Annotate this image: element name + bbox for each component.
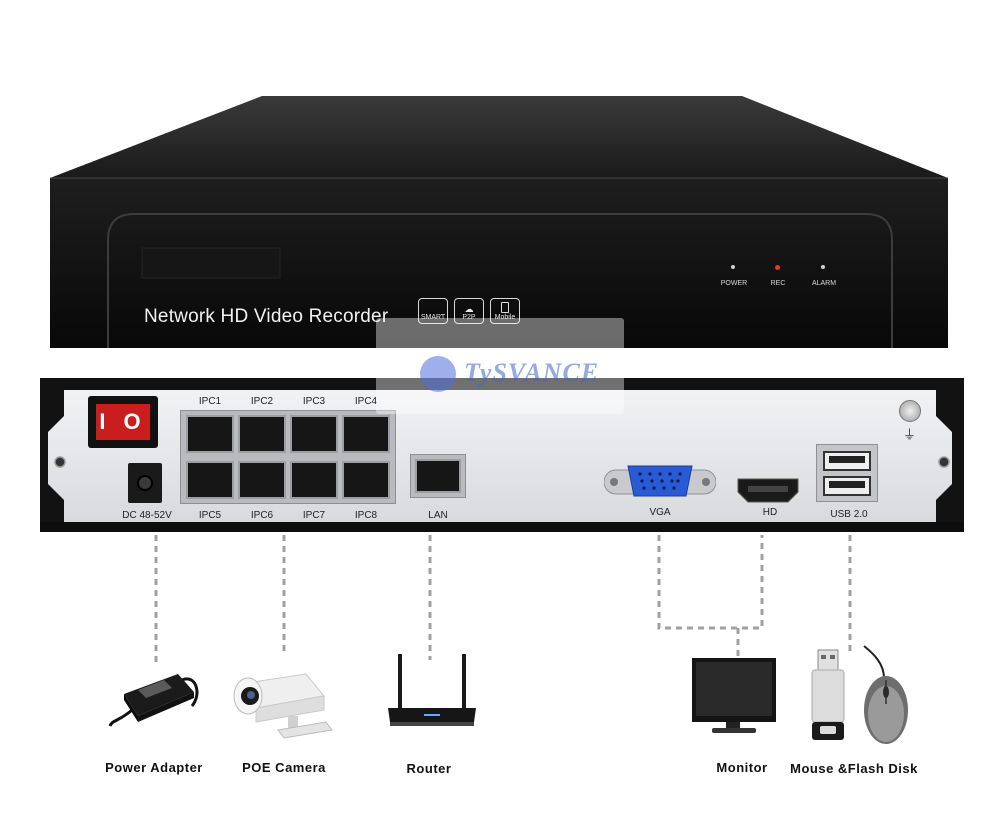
hd-label: HD [762, 507, 778, 518]
ipc-port-7[interactable] [290, 461, 338, 499]
dc-jack-socket [137, 475, 153, 491]
poe-camera-icon [228, 660, 338, 742]
router-icon [384, 650, 480, 732]
monitor-bracket-line [657, 535, 764, 630]
nvr-rear-panel: I O DC 48-52V IPC1 IPC2 IPC3 IPC4 IPC5 I… [0, 360, 1000, 560]
usb-port-1[interactable] [823, 451, 871, 471]
hdmi-port[interactable] [736, 476, 800, 504]
ipc2-label: IPC2 [250, 396, 274, 407]
p2p-badge: ☁ P2P [454, 298, 484, 324]
ipc6-label: IPC6 [250, 510, 274, 521]
ipc-port-4[interactable] [342, 415, 390, 453]
usb-label: USB 2.0 [830, 509, 868, 520]
power-led-label: POWER [720, 280, 748, 287]
power-adapter-icon [108, 664, 204, 728]
dc-power-jack[interactable] [128, 463, 162, 503]
vga-connector [604, 465, 716, 497]
vga-port[interactable] [604, 464, 716, 498]
usb-port-2-tongue [829, 481, 865, 488]
ipc-port-1[interactable] [186, 415, 234, 453]
power-adapter-caption: Power Adapter [105, 760, 203, 775]
ipc-port-2[interactable] [238, 415, 286, 453]
power-led [731, 265, 735, 269]
nvr-front-chassis [50, 96, 948, 348]
smart-badge: SMART [418, 298, 448, 324]
usb-port-stack [816, 444, 878, 502]
cloud-icon: ☁ [464, 304, 474, 314]
lan-label: LAN [428, 510, 448, 521]
watermark-logo-icon [420, 356, 456, 392]
ipc5-label: IPC5 [198, 510, 222, 521]
watermark-text: TySVANCE [464, 358, 600, 387]
power-label: DC 48-52V [122, 510, 172, 521]
front-panel-title: Network HD Video Recorder [144, 306, 389, 327]
smart-badge-label: SMART [420, 314, 446, 321]
ipc-port-8[interactable] [342, 461, 390, 499]
ipc8-label: IPC8 [354, 510, 378, 521]
ground-symbol-icon: ⏚ [903, 427, 917, 442]
router-caption: Router [406, 761, 452, 776]
mobile-badge: Mobile [490, 298, 520, 324]
lan-port[interactable] [410, 454, 466, 498]
rec-led [775, 265, 780, 270]
ipc-port-5[interactable] [186, 461, 234, 499]
lan-port-socket [415, 459, 461, 493]
power-switch-rocker: I O [96, 404, 150, 440]
flash-disk-icon [808, 648, 848, 742]
alarm-led [821, 265, 825, 269]
ipc3-label: IPC3 [302, 396, 326, 407]
vga-label: VGA [649, 507, 671, 518]
ipc-port-6[interactable] [238, 461, 286, 499]
ipc1-label: IPC1 [198, 396, 222, 407]
phone-icon [501, 302, 509, 313]
mouse-icon [856, 644, 912, 746]
monitor-caption: Monitor [716, 760, 768, 775]
hdmi-connector [737, 478, 799, 503]
usb-port-2[interactable] [823, 476, 871, 496]
ipc7-label: IPC7 [302, 510, 326, 521]
watermark-panel: TySVANCE [376, 318, 624, 414]
poe-camera-caption: POE Camera [242, 760, 326, 775]
usb-port-1-tongue [829, 456, 865, 463]
nvr-front-unit: Network HD Video Recorder SMART ☁ P2P Mo… [0, 0, 1000, 360]
alarm-led-label: ALARM [811, 280, 837, 287]
p2p-badge-label: P2P [462, 314, 476, 321]
rec-led-label: REC [770, 280, 786, 287]
monitor-icon [690, 656, 778, 736]
ground-screw-icon [899, 400, 921, 422]
mouse-flash-caption: Mouse &Flash Disk [790, 761, 918, 776]
ipc-port-3[interactable] [290, 415, 338, 453]
ipc4-label: IPC4 [354, 396, 378, 407]
mobile-badge-label: Mobile [494, 314, 516, 321]
power-switch[interactable]: I O [88, 396, 158, 448]
